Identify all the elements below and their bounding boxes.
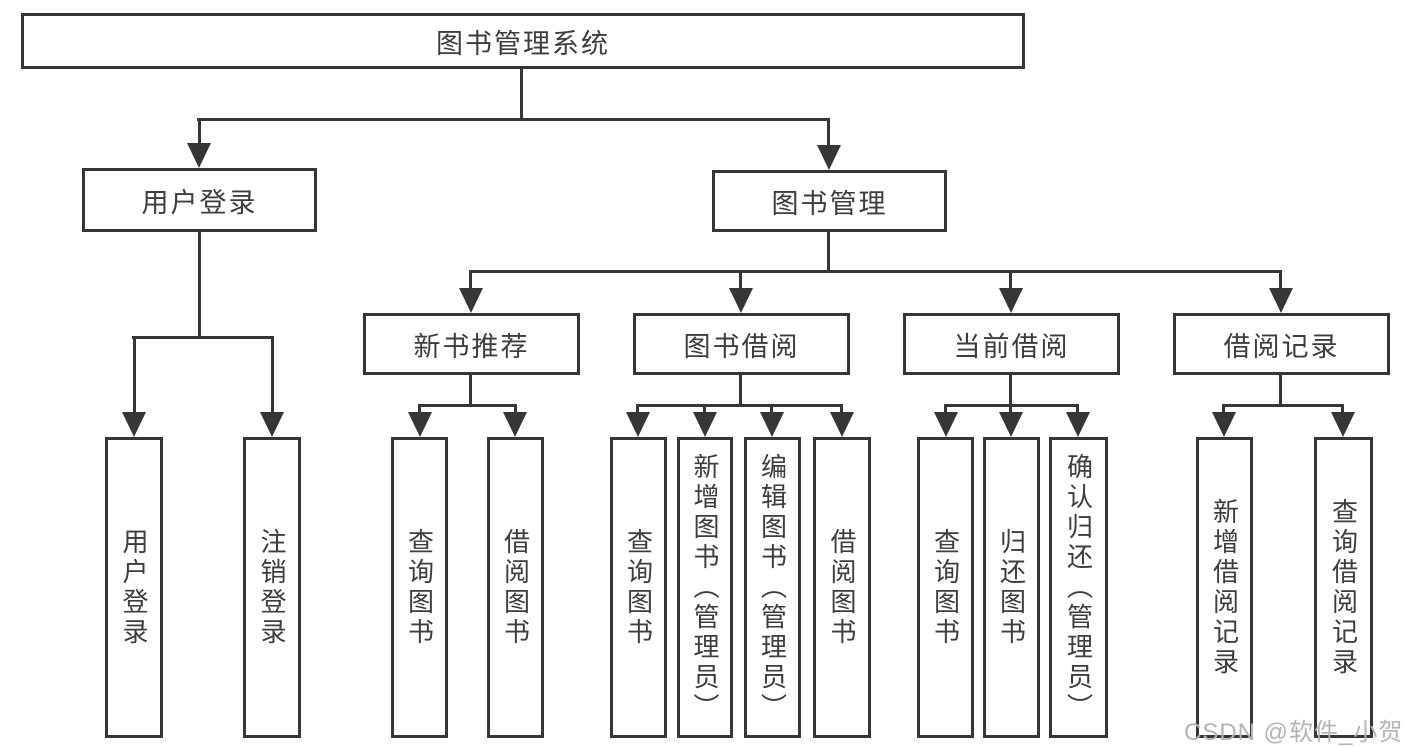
connector-line [469,270,472,294]
arrowhead-down-icon [260,412,284,437]
arrowhead-down-icon [459,288,483,313]
connector-line [636,404,639,416]
arrowhead-down-icon [626,412,650,437]
arrowhead-down-icon [1212,412,1236,437]
connector-line [198,231,201,339]
node-new-book-recommend: 新书推荐 [363,313,580,375]
connector-line [1009,404,1012,416]
leaf-borrow-edit-books: 编辑图书（管理员） [744,437,801,738]
connector-line [1076,404,1079,416]
node-library-system: 图书管理系统 [21,13,1025,69]
arrowhead-down-icon [187,143,211,168]
connector-line [739,270,742,294]
arrowhead-down-icon [999,412,1023,437]
node-current-borrow: 当前借阅 [903,313,1120,375]
arrowhead-down-icon [1331,412,1355,437]
connector-line [1222,404,1225,416]
arrowhead-down-icon [830,412,854,437]
connector-line [944,404,947,416]
arrowhead-down-icon [729,288,753,313]
watermark: CSDN @软件_小贺同学 [1184,719,1405,746]
connector-line [1279,270,1282,294]
connector-line [1222,404,1344,407]
connector-line [1009,373,1012,407]
connector-line [770,404,773,416]
connector-line [739,373,742,407]
leaf-newbook-query-books: 查询图书 [391,437,448,738]
connector-line [418,404,517,407]
node-borrow-records: 借阅记录 [1173,313,1390,375]
node-book-management: 图书管理 [712,170,947,232]
connector-line [1009,270,1012,294]
connector-line [132,336,274,339]
arrowhead-down-icon [1269,288,1293,313]
connector-line [703,404,706,416]
connector-line [469,373,472,407]
arrowhead-down-icon [817,145,841,170]
arrowhead-down-icon [122,412,146,437]
arrowhead-down-icon [408,412,432,437]
leaf-logout: 注销登录 [243,437,301,738]
connector-line [514,404,517,416]
arrowhead-down-icon [999,288,1023,313]
leaf-current-return-books: 归还图书 [983,437,1040,738]
leaf-borrow-add-books: 新增图书（管理员） [677,437,733,738]
connector-line [418,404,421,416]
connector-line [1279,373,1282,407]
leaf-records-query-record: 查询借阅记录 [1314,437,1373,738]
arrowhead-down-icon [1066,412,1090,437]
node-user-login: 用户登录 [82,168,317,232]
arrowhead-down-icon [760,412,784,437]
connector-line [1341,404,1344,416]
arrowhead-down-icon [934,412,958,437]
arrowhead-down-icon [503,412,527,437]
arrowhead-down-icon [693,412,717,437]
leaf-current-confirm-return: 确认归还（管理员） [1049,437,1108,738]
connector-line [133,336,136,421]
connector-line [469,270,1282,273]
leaf-records-add-record: 新增借阅记录 [1196,437,1253,738]
leaf-user-login: 用户登录 [105,437,163,738]
connector-line [827,231,830,273]
connector-line [197,118,830,121]
connector-line [520,69,523,121]
connector-line [827,118,830,152]
leaf-newbook-borrow-books: 借阅图书 [487,437,544,738]
connector-line [198,118,201,150]
connector-line [271,336,274,421]
connector-line [636,404,843,407]
node-book-borrow: 图书借阅 [633,313,850,375]
leaf-borrow-borrow-books: 借阅图书 [813,437,871,738]
connector-line [840,404,843,416]
leaf-current-query-books: 查询图书 [917,437,974,738]
leaf-borrow-query-books: 查询图书 [610,437,667,738]
